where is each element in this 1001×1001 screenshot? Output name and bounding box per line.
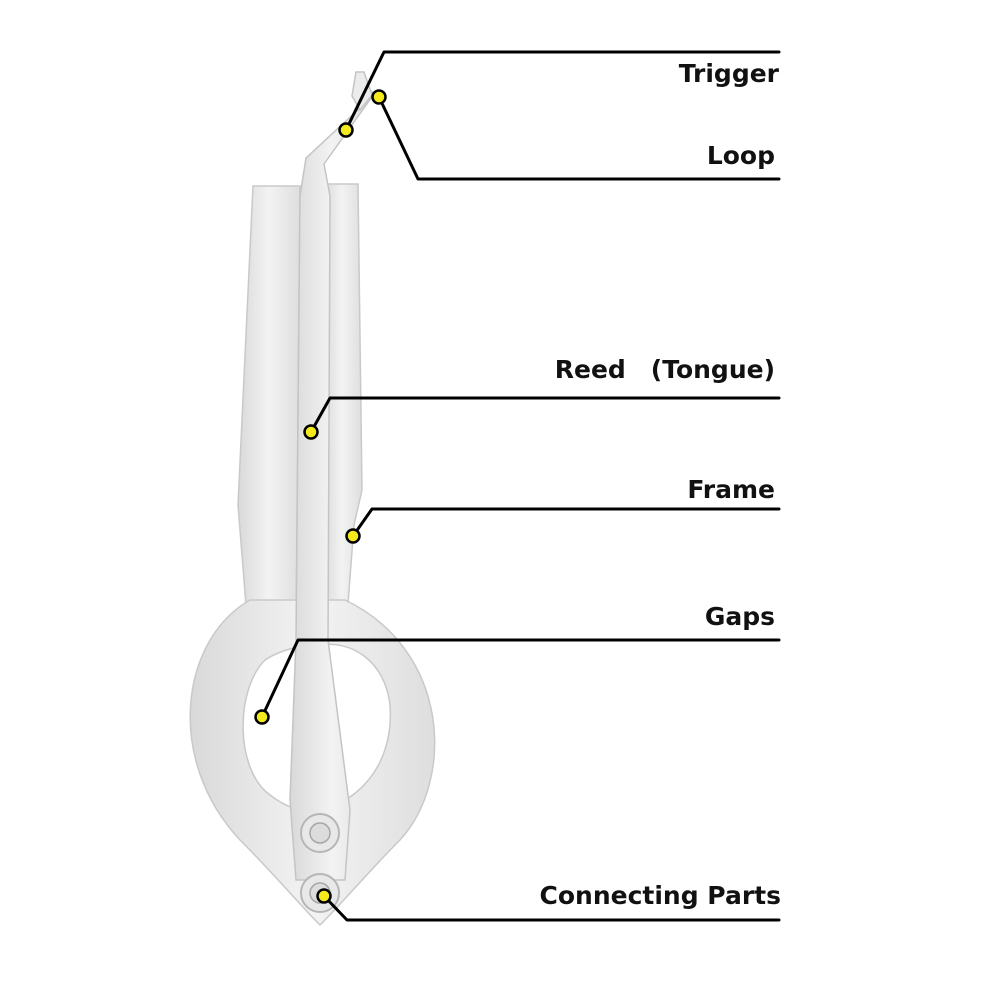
gaps-marker [254,709,270,725]
gaps-label: Gaps [704,602,775,631]
frame-label: Frame [687,475,775,504]
loop-leader-line [377,95,781,181]
markers [254,89,387,904]
gaps-leader-line [260,638,781,719]
connecting-leader-line [322,894,781,922]
connecting-marker [316,888,332,904]
loop-marker [371,89,387,105]
trigger-tip [351,71,373,112]
jaw-harp-illustration [189,71,436,927]
connecting-parts-label: Connecting Parts [539,881,782,910]
frame-left-arm [237,185,301,631]
frame-marker [345,528,361,544]
reed-label: Reed (Tongue) [554,355,775,384]
trigger-marker [338,122,354,138]
frame-leader-line [351,507,781,538]
trigger-leader-line [344,50,781,132]
leader-lines [260,50,781,922]
trigger-label: Trigger [678,59,779,88]
loop-label: Loop [706,141,775,170]
reed-marker [303,424,319,440]
reed-leader-line [309,396,781,434]
